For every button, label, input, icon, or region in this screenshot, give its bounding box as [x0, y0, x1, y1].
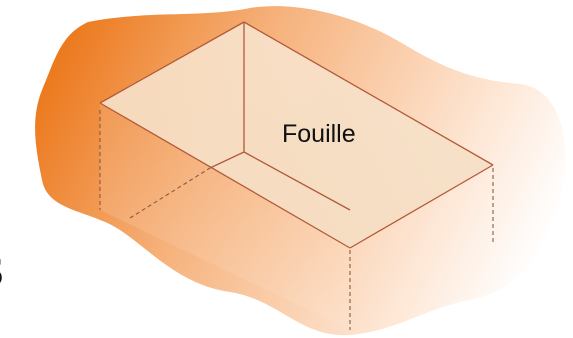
pit-edges [99, 21, 494, 249]
pit-floor [100, 22, 493, 248]
hidden-edges [99, 110, 494, 330]
edge-fragment-text: S [0, 249, 4, 294]
fouille-label: Fouille [282, 120, 356, 148]
pit-front-wall [100, 103, 350, 330]
